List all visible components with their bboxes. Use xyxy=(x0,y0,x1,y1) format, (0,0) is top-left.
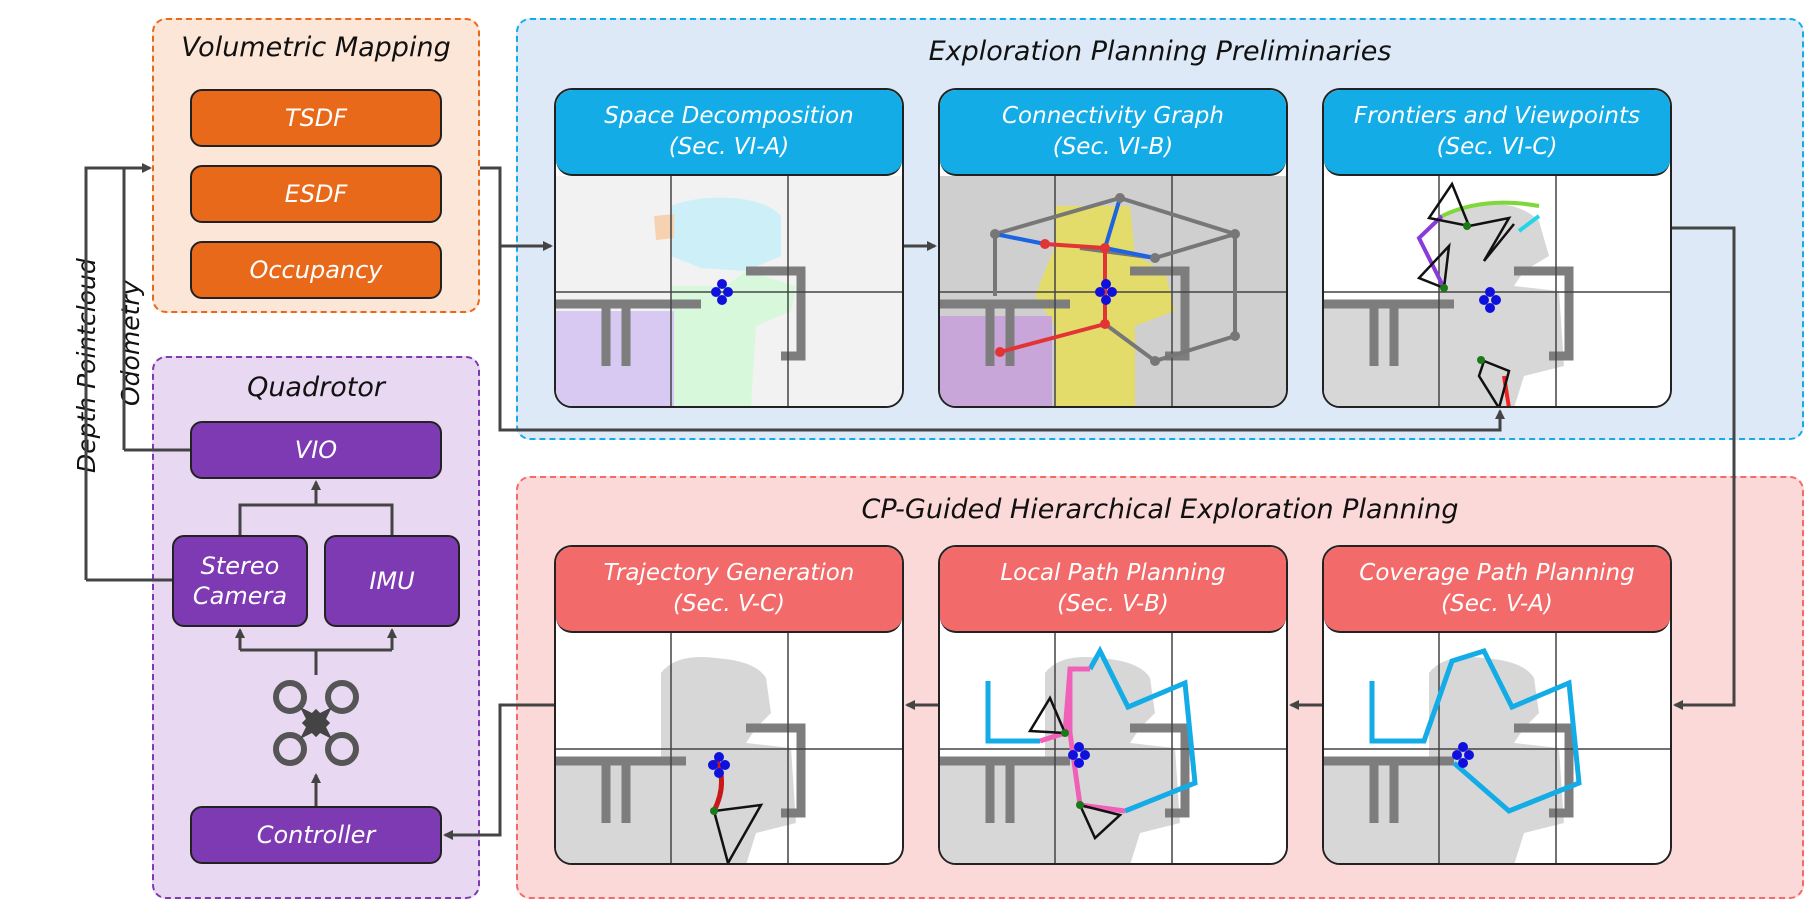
frontiers-viewpoints-map xyxy=(1324,176,1670,406)
trajectory-generation-title: Trajectory Generation xyxy=(603,559,855,586)
coverage-path-planning-header: Coverage Path Planning (Sec. V-A) xyxy=(1324,547,1670,633)
space-decomposition-header: Space Decomposition (Sec. VI-A) xyxy=(556,90,902,176)
trajectory-generation-panel: Trajectory Generation (Sec. V-C) xyxy=(554,545,904,865)
local-path-planning-panel: Local Path Planning (Sec. V-B) xyxy=(938,545,1288,865)
quadrotor-drone-icon xyxy=(273,680,359,766)
local-path-planning-header: Local Path Planning (Sec. V-B) xyxy=(940,547,1286,633)
odometry-label: Odometry xyxy=(116,280,145,406)
esdf-block: ESDF xyxy=(190,165,442,223)
stereo-camera-block: Stereo Camera xyxy=(172,535,308,627)
volumetric-mapping-title: Volumetric Mapping xyxy=(181,32,451,63)
camera-label: Camera xyxy=(192,582,288,610)
stereo-label: Stereo xyxy=(200,552,280,580)
space-decomposition-section: (Sec. VI-A) xyxy=(668,134,790,160)
local-path-planning-map xyxy=(940,633,1286,863)
coverage-path-planning-map xyxy=(1324,633,1670,863)
imu-block: IMU xyxy=(324,535,460,627)
connectivity-graph-map xyxy=(940,176,1286,406)
local-path-planning-section: (Sec. V-B) xyxy=(1057,591,1169,617)
tsdf-block: TSDF xyxy=(190,89,442,147)
quadrotor-title: Quadrotor xyxy=(247,372,385,403)
coverage-path-planning-title: Coverage Path Planning xyxy=(1359,559,1635,586)
connectivity-graph-header: Connectivity Graph (Sec. VI-B) xyxy=(940,90,1286,176)
depth-pointcloud-label: Depth Pointcloud xyxy=(72,258,101,473)
trajectory-generation-header: Trajectory Generation (Sec. V-C) xyxy=(556,547,902,633)
connectivity-graph-panel: Connectivity Graph (Sec. VI-B) xyxy=(938,88,1288,408)
occupancy-block: Occupancy xyxy=(190,241,442,299)
coverage-path-planning-section: (Sec. V-A) xyxy=(1441,591,1553,617)
exploration-preliminaries-title: Exploration Planning Preliminaries xyxy=(928,36,1392,67)
space-decomposition-panel: Space Decomposition (Sec. VI-A) xyxy=(554,88,904,408)
frontiers-viewpoints-section: (Sec. VI-C) xyxy=(1436,134,1558,160)
frontiers-viewpoints-panel: Frontiers and Viewpoints (Sec. VI-C) xyxy=(1322,88,1672,408)
hierarchical-planning-title: CP-Guided Hierarchical Exploration Plann… xyxy=(861,494,1459,525)
trajectory-generation-section: (Sec. V-C) xyxy=(672,591,786,617)
coverage-path-planning-panel: Coverage Path Planning (Sec. V-A) xyxy=(1322,545,1672,865)
local-path-planning-title: Local Path Planning xyxy=(1000,559,1226,586)
frontiers-viewpoints-header: Frontiers and Viewpoints (Sec. VI-C) xyxy=(1324,90,1670,176)
vio-block: VIO xyxy=(190,421,442,479)
connectivity-graph-section: (Sec. VI-B) xyxy=(1052,134,1174,160)
trajectory-generation-map xyxy=(556,633,902,863)
space-decomposition-title: Space Decomposition xyxy=(604,102,854,129)
space-decomposition-map xyxy=(556,176,902,406)
frontiers-viewpoints-title: Frontiers and Viewpoints xyxy=(1354,102,1640,129)
connectivity-graph-title: Connectivity Graph xyxy=(1002,102,1224,129)
controller-block: Controller xyxy=(190,806,442,864)
